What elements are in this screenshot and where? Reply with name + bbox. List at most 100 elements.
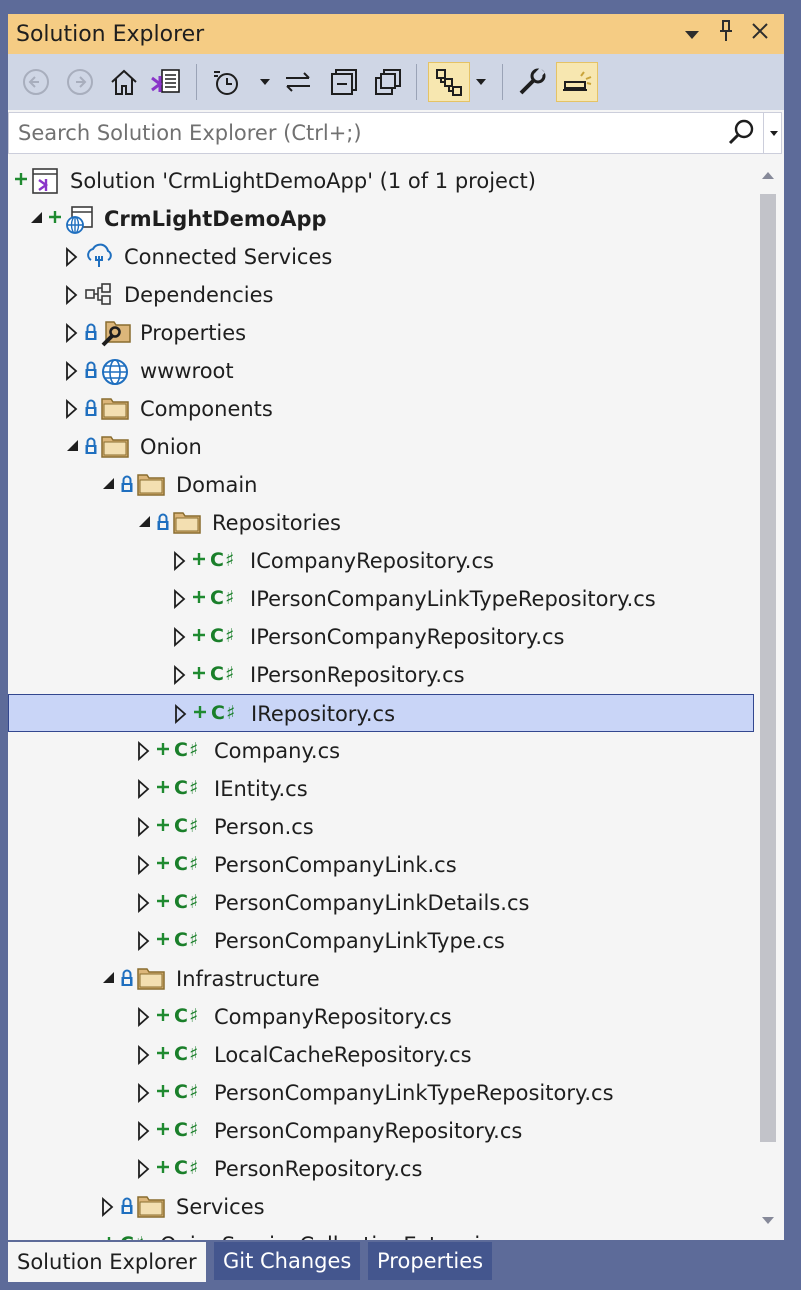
tree-file-item[interactable]: C♯Person.cs — [8, 808, 754, 846]
tree-file-item[interactable]: C♯ IPersonCompanyLinkTypeRepository.cs — [8, 580, 754, 618]
tree-item[interactable]: Dependencies — [8, 276, 754, 314]
added-status-icon — [14, 171, 28, 191]
tab-solution-explorer[interactable]: Solution Explorer — [8, 1242, 206, 1282]
search-icon[interactable] — [727, 117, 759, 149]
tree-folder-item[interactable]: Services — [8, 1188, 754, 1226]
tree-file-item[interactable]: C♯IPersonRepository.cs — [8, 656, 754, 694]
tree-file-item[interactable]: C♯PersonCompanyRepository.cs — [8, 1112, 754, 1150]
collapsed-arrow-icon[interactable] — [64, 284, 80, 306]
tree-file-item[interactable]: C♯IEntity.cs — [8, 770, 754, 808]
tree-folder-item[interactable]: Onion — [8, 428, 754, 466]
tree-item-label: Domain — [176, 473, 258, 497]
tree-file-item[interactable]: C♯PersonCompanyLinkDetails.cs — [8, 884, 754, 922]
tree-file-item[interactable]: C♯PersonCompanyLink.cs — [8, 846, 754, 884]
tree-folder-item[interactable]: Infrastructure — [8, 960, 754, 998]
collapsed-arrow-icon[interactable] — [136, 1006, 152, 1028]
filter-dropdown-icon[interactable] — [258, 72, 272, 92]
collapsed-arrow-icon[interactable] — [64, 360, 80, 382]
window-dropdown-icon[interactable] — [678, 20, 706, 48]
collapsed-arrow-icon[interactable] — [136, 816, 152, 838]
pin-icon[interactable] — [712, 20, 740, 48]
tree-item-label: Components — [140, 397, 273, 421]
tree-file-item[interactable]: C♯PersonRepository.cs — [8, 1150, 754, 1188]
tree-item-label: Dependencies — [124, 283, 274, 307]
collapsed-arrow-icon[interactable] — [136, 1120, 152, 1142]
tree-file-item[interactable]: C♯PersonCompanyLinkTypeRepository.cs — [8, 1074, 754, 1112]
collapsed-arrow-icon[interactable] — [136, 1158, 152, 1180]
close-icon[interactable] — [746, 20, 774, 48]
tree-folder-item[interactable]: Domain — [8, 466, 754, 504]
file-nesting-icon[interactable] — [428, 62, 470, 102]
tree-file-item[interactable]: C♯IRepository.cs — [8, 694, 754, 732]
tree-item-label: LocalCacheRepository.cs — [214, 1043, 472, 1067]
expanded-arrow-icon[interactable] — [100, 475, 116, 495]
collapsed-arrow-icon[interactable] — [64, 246, 80, 268]
folder-icon — [100, 433, 130, 461]
scrollbar-thumb[interactable] — [760, 194, 776, 1142]
tree-item[interactable]: CrmLightDemoApp — [8, 200, 754, 238]
collapse-all-icon[interactable] — [326, 64, 362, 100]
title-bar: Solution Explorer — [8, 14, 784, 54]
expanded-arrow-icon[interactable] — [136, 513, 152, 533]
collapsed-arrow-icon[interactable] — [100, 1196, 116, 1218]
vertical-scrollbar[interactable] — [754, 158, 782, 1240]
collapsed-arrow-icon[interactable] — [136, 854, 152, 876]
tab-git-changes[interactable]: Git Changes — [214, 1242, 361, 1280]
csharp-file-icon: C♯ — [174, 739, 200, 761]
web-project-icon — [64, 205, 94, 234]
tree-file-item[interactable]: C♯ICompanyRepository.cs — [8, 542, 754, 580]
tree-file-item[interactable]: C♯LocalCacheRepository.cs — [8, 1036, 754, 1074]
collapsed-arrow-icon[interactable] — [136, 1044, 152, 1066]
collapsed-arrow-icon[interactable] — [64, 322, 80, 344]
properties-icon[interactable] — [514, 64, 550, 100]
tree-file-item[interactable]: C♯PersonCompanyLinkType.cs — [8, 922, 754, 960]
file-nesting-dropdown-icon[interactable] — [474, 72, 488, 92]
back-icon[interactable] — [18, 64, 54, 100]
tree-file-item[interactable]: C♯Company.cs — [8, 732, 754, 770]
expanded-arrow-icon[interactable] — [100, 969, 116, 989]
tree-folder-item[interactable]: Repositories — [8, 504, 754, 542]
tab-properties[interactable]: Properties — [368, 1242, 493, 1280]
tree-item-label: CompanyRepository.cs — [214, 1005, 452, 1029]
expanded-arrow-icon[interactable] — [28, 209, 44, 229]
preview-selected-items-icon[interactable] — [556, 62, 598, 102]
collapsed-arrow-icon[interactable] — [136, 778, 152, 800]
tree-item[interactable]: Properties — [8, 314, 754, 352]
search-input[interactable] — [9, 113, 721, 153]
collapsed-arrow-icon[interactable] — [136, 930, 152, 952]
sync-icon[interactable] — [280, 64, 316, 100]
expanded-arrow-icon[interactable] — [64, 437, 80, 457]
added-status-icon — [156, 1159, 170, 1179]
switch-views-icon[interactable] — [148, 64, 184, 100]
tree-item[interactable]: Solution 'CrmLightDemoApp' (1 of 1 proje… — [8, 162, 754, 200]
tree-file-item[interactable]: C♯OnionServiceCollectionExtensions.cs — [8, 1226, 754, 1240]
collapsed-arrow-icon[interactable] — [172, 664, 188, 686]
scroll-down-icon[interactable] — [758, 1212, 778, 1232]
search-options-dropdown-icon[interactable] — [763, 113, 783, 153]
tree-folder-item[interactable]: Components — [8, 390, 754, 428]
collapsed-arrow-icon[interactable] — [173, 703, 189, 725]
scroll-up-icon[interactable] — [758, 166, 778, 186]
csharp-file-icon: C♯ — [174, 1005, 200, 1027]
collapsed-arrow-icon[interactable] — [136, 740, 152, 762]
collapsed-arrow-icon[interactable] — [64, 398, 80, 420]
forward-icon[interactable] — [62, 64, 98, 100]
home-icon[interactable] — [106, 64, 142, 100]
tree-file-item[interactable]: C♯IPersonCompanyRepository.cs — [8, 618, 754, 656]
tree-item-label: IPersonCompanyLinkTypeRepository.cs — [250, 587, 656, 611]
tree-file-item[interactable]: C♯ CompanyRepository.cs — [8, 998, 754, 1036]
collapsed-arrow-icon[interactable] — [136, 1082, 152, 1104]
show-all-files-icon[interactable] — [370, 64, 406, 100]
added-status-icon — [156, 1045, 170, 1065]
added-status-icon — [192, 589, 206, 609]
collapsed-arrow-icon[interactable] — [172, 550, 188, 572]
collapsed-arrow-icon[interactable] — [136, 892, 152, 914]
tree-item-label: Services — [176, 1195, 265, 1219]
tree-item[interactable]: Connected Services — [8, 238, 754, 276]
pending-changes-filter-icon[interactable] — [208, 64, 244, 100]
csharp-file-icon: C♯ — [210, 587, 236, 609]
tree-item[interactable]: wwwroot — [8, 352, 754, 390]
collapsed-arrow-icon[interactable] — [172, 588, 188, 610]
search-box — [8, 112, 782, 154]
collapsed-arrow-icon[interactable] — [172, 626, 188, 648]
